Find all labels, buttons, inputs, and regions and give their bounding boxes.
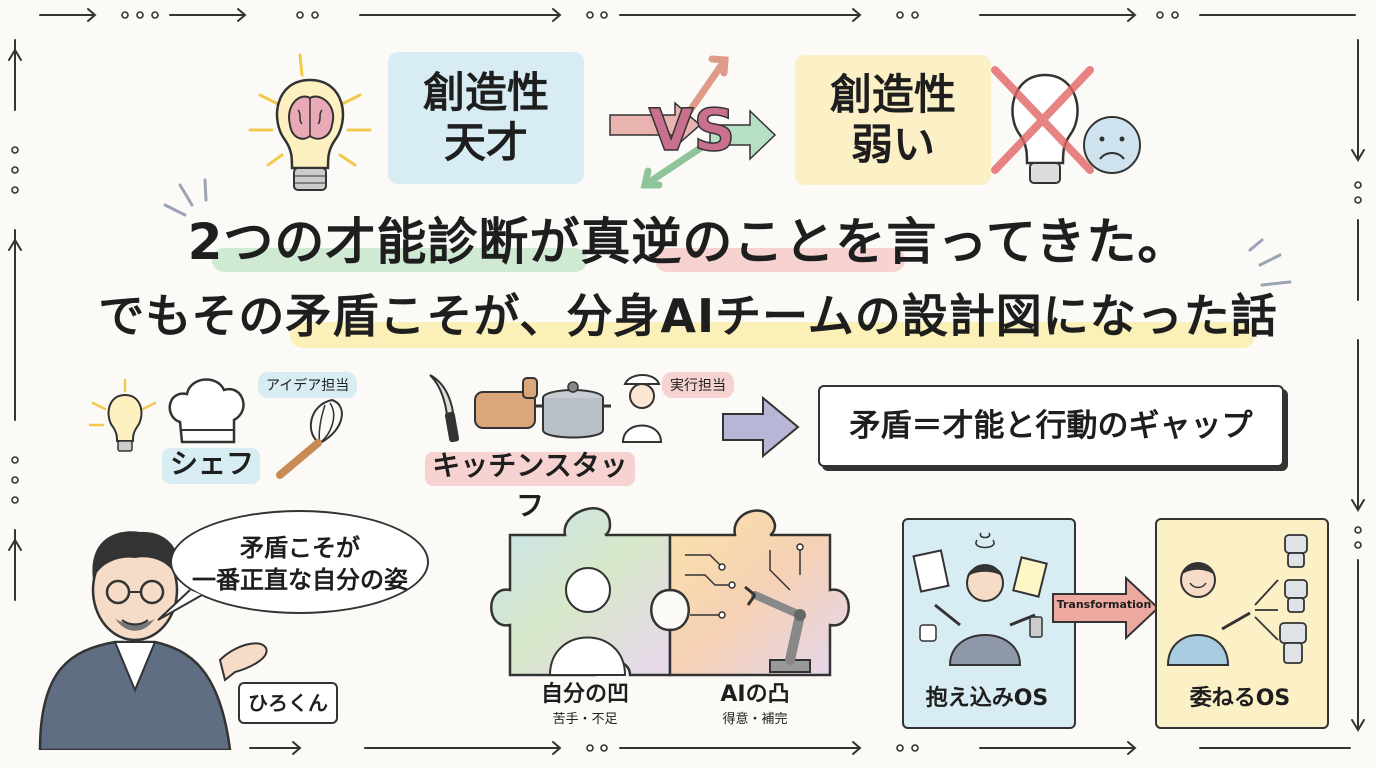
transformation-label: Transformation (1056, 598, 1152, 611)
name-tag: ひろくん (238, 682, 338, 724)
puzzle-ai-sub: 得意・補完 (722, 712, 788, 727)
whisk-icon (276, 398, 343, 479)
gap-text: 矛盾＝才能と行動のギャップ (849, 408, 1253, 444)
kitchen-staff-label: キッチンスタッフ (432, 449, 628, 522)
staff-icon (621, 374, 663, 443)
title-highlight-pink (655, 248, 905, 272)
creativity-weak-line2: 弱い (850, 120, 935, 169)
creativity-genius-line1: 創造性 (422, 68, 549, 117)
creativity-genius-box: 創造性 天才 (388, 52, 584, 184)
title-highlight-green (212, 248, 587, 272)
lightbulb-crossed-icon (991, 66, 1141, 184)
speech-text: 矛盾こそが 一番正直な自分の姿 (190, 532, 410, 596)
creativity-genius-line2: 天才 (443, 118, 528, 167)
chef-label-bg (162, 448, 260, 484)
knife-icon (429, 374, 460, 443)
sad-face-icon (1083, 116, 1141, 174)
speech-line2: 一番正直な自分の姿 (192, 566, 408, 594)
transformation-arrow (1052, 575, 1160, 641)
staff-label-bg (425, 452, 635, 486)
vs-graphic: VS (609, 55, 777, 189)
puzzle-icon (490, 507, 850, 677)
robot-arm-icon (744, 585, 811, 673)
puzzle-self-label: 自分の凹 (540, 682, 629, 707)
holding-os-label: 抱え込みOS (925, 686, 1049, 711)
title-highlight-yellow (290, 322, 1255, 348)
chef-label: シェフ (169, 447, 254, 480)
execution-role-tag: 実行担当 (662, 372, 734, 398)
busy-person-illustration (912, 532, 1048, 666)
delegating-person-illustration (1166, 534, 1308, 666)
kitchen-tools-icon (429, 374, 663, 443)
small-lightbulb-icon (88, 378, 157, 452)
cutting-board-icon (474, 377, 538, 429)
vs-text: VS (649, 96, 736, 164)
puzzle-ai-label: AIの凸 (720, 682, 790, 707)
speech-line1: 矛盾こそが (240, 534, 360, 562)
speech-bubble (170, 510, 429, 614)
page-title-line2: でもその矛盾こそが、分身AIチームの設計図になった話 (98, 289, 1278, 343)
creativity-weak-line1: 創造性 (829, 70, 956, 119)
creativity-weak-box: 創造性 弱い (795, 55, 991, 185)
puzzle-self-sub: 苦手・不足 (552, 712, 618, 727)
gap-box: 矛盾＝才能と行動のギャップ (818, 385, 1284, 467)
chef-hat-icon (168, 378, 245, 444)
speech-bubble-tail (157, 589, 203, 621)
presenter-illustration (38, 531, 268, 750)
lightbulb-brain-icon (248, 53, 372, 191)
arrow-right-icon (722, 395, 800, 459)
delegating-os-label: 委ねるOS (1189, 686, 1291, 711)
idea-role-tag: アイデア担当 (258, 372, 358, 398)
robot-icon (1279, 534, 1308, 664)
pot-icon (535, 381, 611, 439)
page-title-line1: 2つの才能診断が真逆のことを言ってきた。 (187, 213, 1189, 271)
